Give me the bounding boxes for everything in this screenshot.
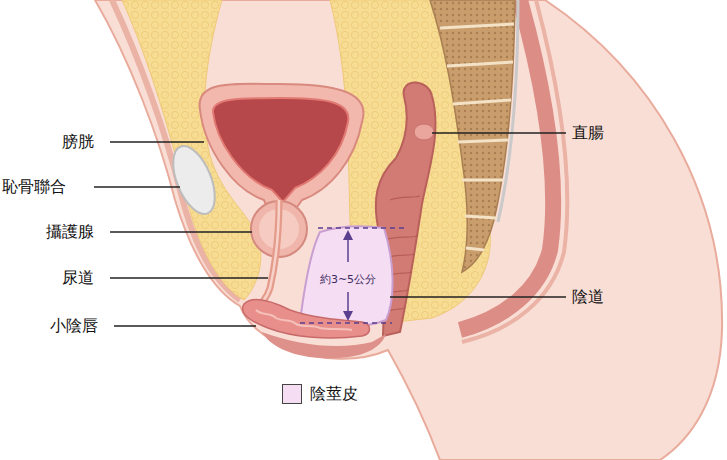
- urethra: [252, 200, 279, 308]
- legend-text: 陰莖皮: [310, 384, 358, 403]
- label-slot: 陰道: [572, 287, 604, 307]
- labia-ridges: [256, 310, 352, 330]
- body-outline: [95, 0, 722, 460]
- part-label: 膀胱: [62, 132, 94, 151]
- vagina: [300, 226, 393, 327]
- part-label: 直腸: [572, 123, 604, 142]
- vertebra-lines: [440, 24, 514, 250]
- spinal-canal: [498, 0, 518, 222]
- part-label: 陰道: [572, 287, 604, 306]
- label-slot: 小陰唇: [50, 316, 98, 336]
- part-label: 尿道: [62, 268, 94, 287]
- label-slot: 恥骨聯合: [2, 177, 66, 197]
- part-label: 小陰唇: [50, 316, 98, 335]
- label-slot: 攝護腺: [46, 222, 94, 242]
- bladder-lumen: [213, 98, 348, 202]
- part-label: 恥骨聯合: [2, 177, 66, 196]
- label-slot: 尿道: [62, 268, 94, 288]
- dimension-marks: [300, 228, 406, 323]
- label-slot: 約3~5公分: [318, 268, 378, 287]
- rectum-fold: [414, 124, 434, 140]
- labia: [243, 300, 370, 338]
- bladder-wall: [200, 84, 364, 214]
- label-slot: 膀胱: [62, 132, 94, 152]
- dimension-label: 約3~5公分: [318, 273, 378, 286]
- urethra-inner: [252, 200, 279, 308]
- sacrum: [430, 0, 515, 272]
- legend-slot: 陰莖皮: [310, 384, 358, 404]
- label-slot: 直腸: [572, 123, 604, 143]
- legend-swatch: [282, 384, 302, 404]
- leader-lines: [94, 133, 566, 326]
- part-label: 攝護腺: [46, 222, 94, 241]
